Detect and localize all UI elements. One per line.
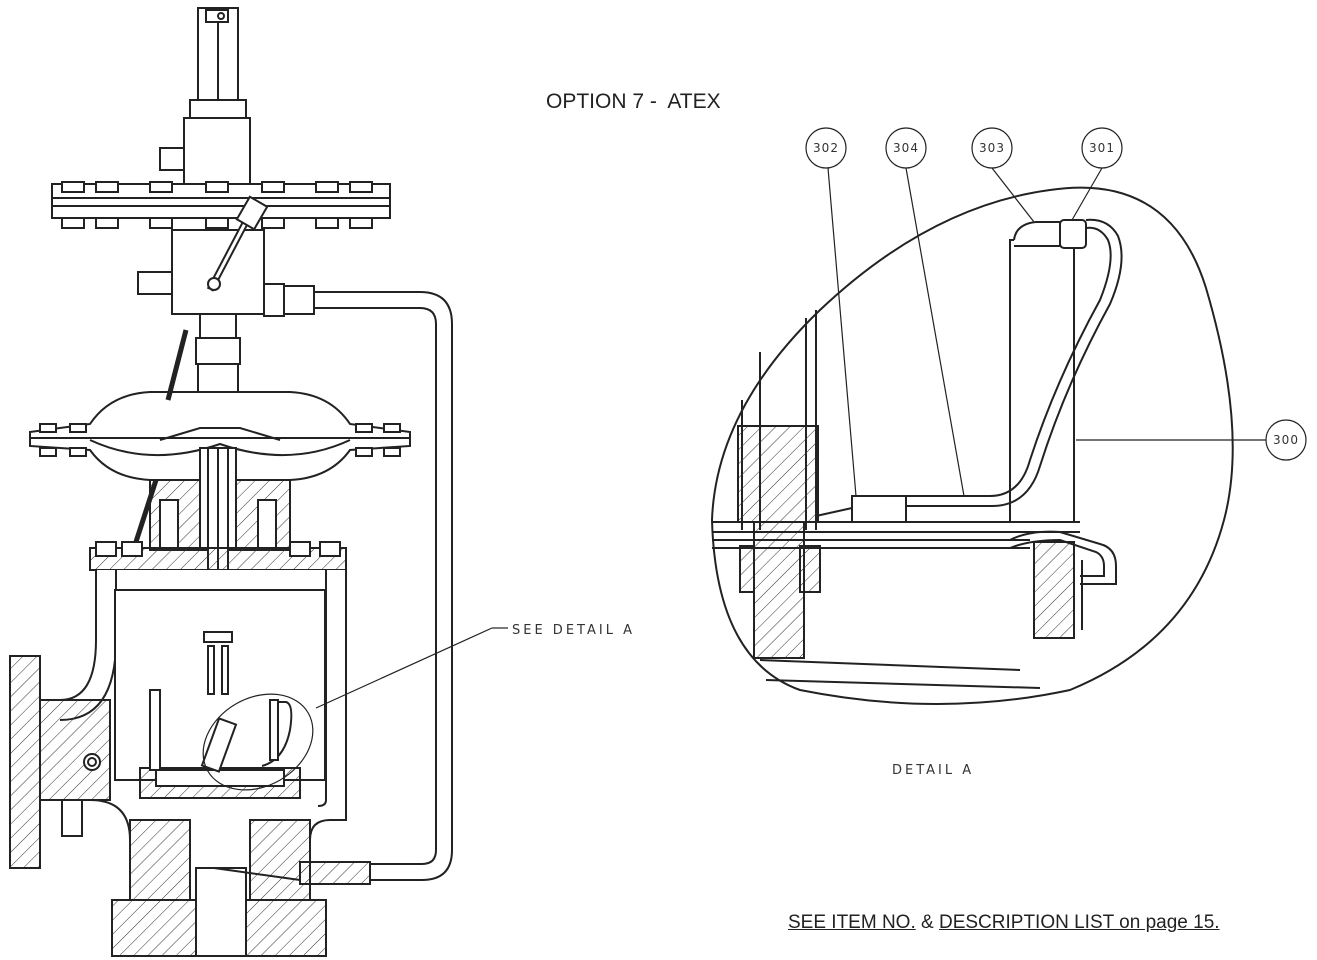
upper-flange-bolts [61,181,373,229]
drawing-title: OPTION 7 - ATEX [546,90,721,113]
svg-text:302: 302 [813,141,839,155]
valve-assembly [9,7,508,957]
footer-description-link[interactable]: DESCRIPTION LIST on page 15. [938,912,1220,933]
footer-note: SEE ITEM NO. & DESCRIPTION LIST on page … [788,912,1220,934]
detail-a [710,167,1266,705]
svg-text:301: 301 [1089,141,1115,155]
svg-text:304: 304 [893,141,919,155]
see-detail-callout: SEE DETAIL A [512,623,635,638]
footer-separator: & [915,912,939,933]
diaphragm-bolts [39,423,401,457]
detail-a-label: DETAIL A [892,763,974,778]
balloon-304: 304 [885,127,927,169]
balloon-302: 302 [805,127,847,169]
body-bolts [95,541,341,557]
balloon-303: 303 [971,127,1013,169]
balloon-301: 301 [1081,127,1123,169]
svg-text:303: 303 [979,141,1005,155]
balloon-300: 300 [1265,419,1307,461]
svg-text:300: 300 [1273,433,1299,447]
footer-item-link[interactable]: SEE ITEM NO. [788,912,916,933]
